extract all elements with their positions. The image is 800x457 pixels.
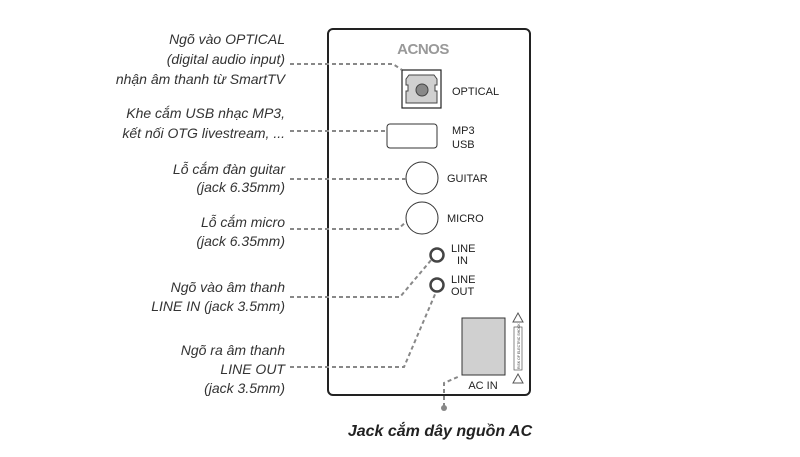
guitar-jack — [405, 161, 439, 195]
callout-line-in-1: Ngõ vào âm thanh — [171, 279, 286, 295]
callout-line-out-2: LINE OUT — [220, 361, 286, 377]
callout-line-out-1: Ngõ ra âm thanh — [181, 342, 285, 358]
warning-text: RISK OF ELECTRIC SHOCK — [517, 323, 521, 369]
micro-label: MICRO — [447, 213, 484, 225]
guitar-label: GUITAR — [447, 173, 488, 185]
line-out-label-1: LINE — [451, 274, 475, 286]
line-out-label-2: OUT — [451, 286, 475, 298]
ac-in-label: AC IN — [468, 380, 497, 392]
callout-micro-2: (jack 6.35mm) — [196, 233, 285, 249]
line-in-jack — [429, 247, 445, 263]
warning-triangle-icon — [512, 372, 524, 384]
line-out-jack — [429, 277, 445, 293]
callout-guitar-1: Lỗ cắm đàn guitar — [173, 161, 286, 177]
usb-label-2: USB — [452, 139, 475, 151]
callout-micro-1: Lỗ cắm micro — [201, 214, 285, 230]
callout-line-out-3: (jack 3.5mm) — [204, 380, 285, 396]
optical-label: OPTICAL — [452, 86, 499, 98]
line-in-label-1: LINE — [451, 243, 475, 255]
callout-optical-3: nhận âm thanh từ SmartTV — [116, 71, 287, 87]
warning-triangle-icon — [512, 311, 524, 323]
usb-port — [386, 123, 438, 149]
ac-in-socket — [461, 317, 506, 376]
callout-guitar-2: (jack 6.35mm) — [196, 179, 285, 195]
callout-optical-1: Ngõ vào OPTICAL — [169, 31, 285, 47]
callout-line-in-2: LINE IN (jack 3.5mm) — [151, 298, 285, 314]
usb-label-1: MP3 — [452, 125, 475, 137]
callout-usb-1: Khe cắm USB nhạc MP3, — [126, 105, 285, 121]
micro-jack — [405, 201, 439, 235]
brand-logo: ACNOS — [397, 41, 449, 58]
callout-ac: Jack cắm dây nguồn AC — [348, 421, 533, 440]
callout-optical-2: (digital audio input) — [167, 51, 285, 67]
callout-usb-2: kết nối OTG livestream, ... — [122, 125, 285, 141]
line-in-label-2: IN — [457, 255, 468, 267]
